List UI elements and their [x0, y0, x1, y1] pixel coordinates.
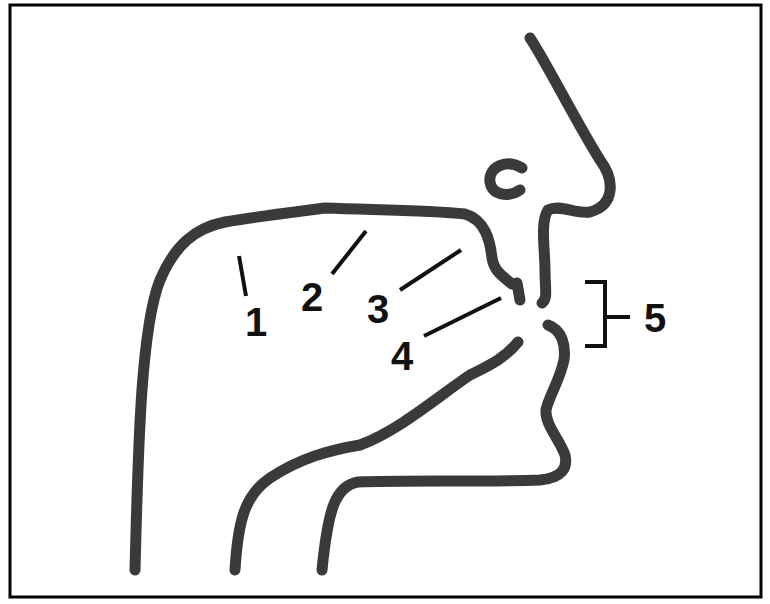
callout-number: 3 [367, 289, 389, 329]
bracket [585, 282, 605, 346]
callout-number: 2 [301, 277, 323, 317]
leader-line [400, 250, 461, 290]
tongue-outline [235, 342, 518, 570]
leader-line [424, 298, 501, 336]
callout-number: 4 [391, 336, 413, 376]
nostril [490, 164, 522, 194]
nose-upper-lip [530, 38, 610, 303]
upper-lip-inner [517, 283, 520, 300]
callout-number: 5 [644, 298, 666, 338]
callout-number: 1 [245, 302, 267, 342]
leader-line [605, 315, 630, 319]
leader-line [332, 231, 366, 274]
lower-lip-chin [322, 325, 566, 570]
leader-line [239, 256, 246, 296]
frame [10, 5, 761, 597]
